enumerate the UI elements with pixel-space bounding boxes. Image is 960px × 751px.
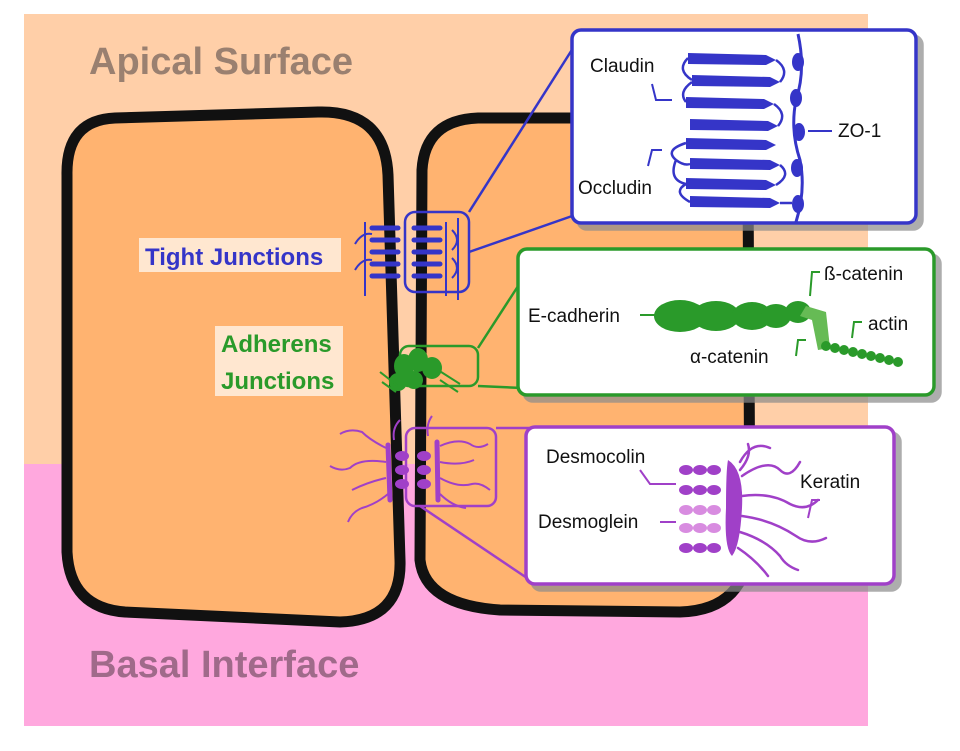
occludin-label: Occludin (578, 178, 652, 199)
adherens-junctions-label-line2: Junctions (221, 368, 334, 395)
keratin-label: Keratin (800, 472, 860, 493)
tight-junction-cluster (354, 210, 471, 300)
adherens-inset: E-cadherin ß-catenin actin α-catenin (516, 247, 936, 397)
tight-junction-connectors (467, 44, 577, 254)
adherens-junctions-label-line1: Adherens (221, 331, 332, 358)
basal-interface-label: Basal Interface (89, 644, 359, 686)
actin-label: actin (868, 314, 908, 335)
tight-junctions-label: Tight Junctions (145, 244, 323, 271)
beta-catenin-label: ß-catenin (824, 264, 903, 285)
adherens-connectors (476, 279, 524, 390)
desmosome-connectors (419, 426, 531, 582)
adherens-label-bg (215, 326, 343, 396)
desmoglein-label: Desmoglein (538, 512, 638, 533)
desmocolin-label: Desmocolin (546, 447, 645, 468)
tight-junction-inset: Claudin ZO-1 Occludin (570, 28, 918, 225)
desmosome-inset: Desmocolin Keratin Desmoglein (524, 425, 896, 586)
zo1-label: ZO-1 (838, 121, 881, 142)
alpha-catenin-label: α-catenin (690, 347, 769, 368)
claudin-label: Claudin (590, 56, 654, 77)
adherens-junction-cluster (379, 344, 480, 393)
desmosome-cluster (329, 415, 498, 523)
tight-junctions-label-bg (139, 238, 341, 272)
apical-surface-label: Apical Surface (89, 41, 353, 83)
e-cadherin-label: E-cadherin (528, 306, 620, 327)
